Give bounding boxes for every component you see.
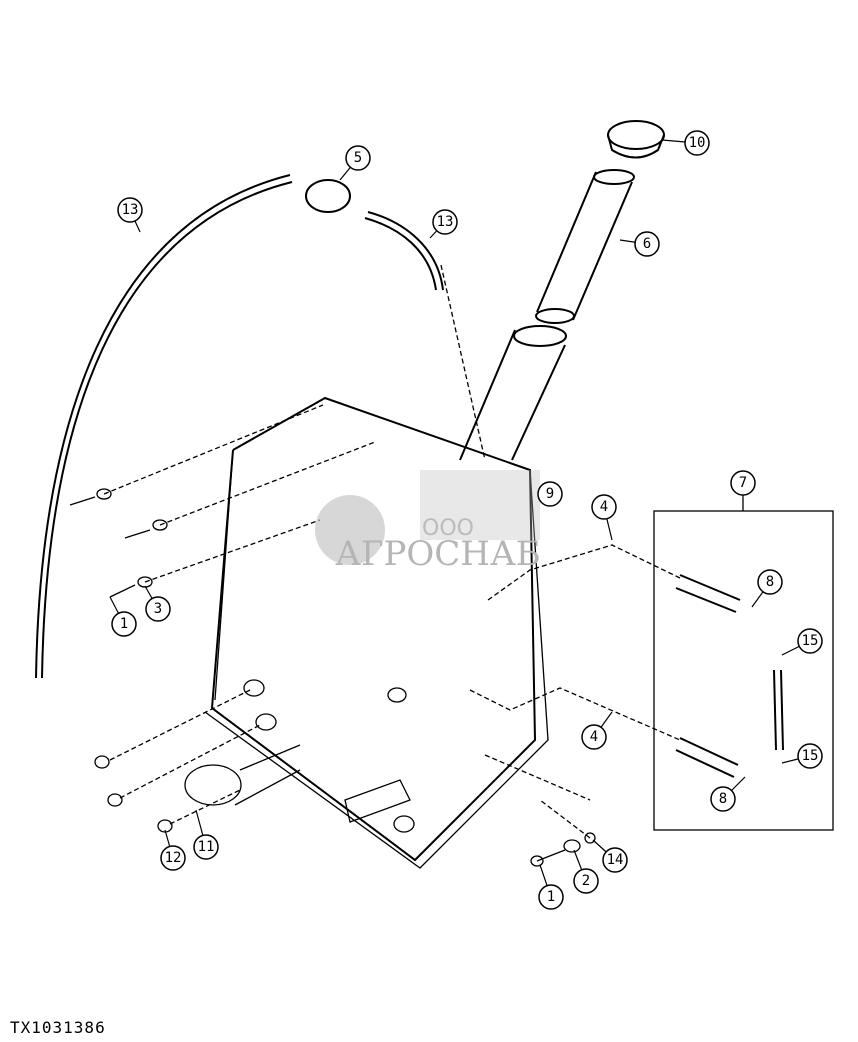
callout-11: 11 [193, 809, 219, 860]
callout-15: 15 [781, 628, 823, 656]
callout-label: 4 [600, 499, 608, 515]
callout-5: 5 [339, 145, 371, 181]
filter-5 [305, 179, 351, 213]
callout-label: 8 [766, 574, 774, 590]
callout-2: 2 [573, 849, 599, 894]
callout-label: 11 [198, 839, 215, 855]
callout-3: 3 [144, 585, 171, 622]
callout-12: 12 [160, 829, 186, 871]
callout-label: 9 [546, 486, 554, 502]
callout-1: 1 [109, 596, 137, 637]
callout-label: 2 [582, 873, 590, 889]
svg-text:АГРОСНАБ: АГРОСНАБ [335, 534, 540, 574]
callout-8: 8 [710, 776, 746, 812]
callout-13: 13 [117, 197, 143, 233]
callout-4: 4 [591, 494, 617, 541]
filler-neck-6 [536, 171, 633, 321]
callout-9: 9 [537, 481, 563, 507]
callout-8: 8 [751, 569, 783, 608]
callout-label: 7 [739, 475, 747, 491]
callout-label: 10 [689, 135, 706, 151]
callout-label: 15 [802, 748, 819, 764]
hose-13-long [35, 174, 291, 679]
callout-label: 6 [643, 236, 651, 252]
callout-label: 12 [165, 850, 182, 866]
callout-label: 13 [437, 214, 454, 230]
hose-13-short [364, 217, 437, 291]
callout-label: 13 [122, 202, 139, 218]
svg-text:ООО: ООО [422, 516, 474, 541]
callout-label: 8 [719, 791, 727, 807]
callout-4: 4 [581, 711, 613, 750]
callout-6: 6 [619, 231, 660, 257]
callout-7: 7 [730, 470, 756, 498]
callout-15: 15 [781, 743, 823, 769]
callout-label: 3 [154, 601, 162, 617]
kit-7-box [653, 510, 834, 831]
callout-label: 1 [547, 889, 555, 905]
cap-10 [607, 120, 665, 150]
callout-label: 14 [607, 852, 624, 868]
callout-13: 13 [429, 209, 458, 239]
callout-label: 4 [590, 729, 598, 745]
callout-label: 5 [354, 150, 362, 166]
callout-10: 10 [661, 130, 710, 156]
figure-id: TX1031386 [10, 1018, 106, 1037]
callout-1: 1 [538, 864, 564, 910]
callout-label: 15 [802, 633, 819, 649]
callout-14: 14 [592, 839, 628, 873]
watermark-logo: ООО АГРОСНАБ [315, 470, 541, 574]
hydraulic-tank [210, 396, 537, 862]
callout-label: 1 [120, 616, 128, 632]
